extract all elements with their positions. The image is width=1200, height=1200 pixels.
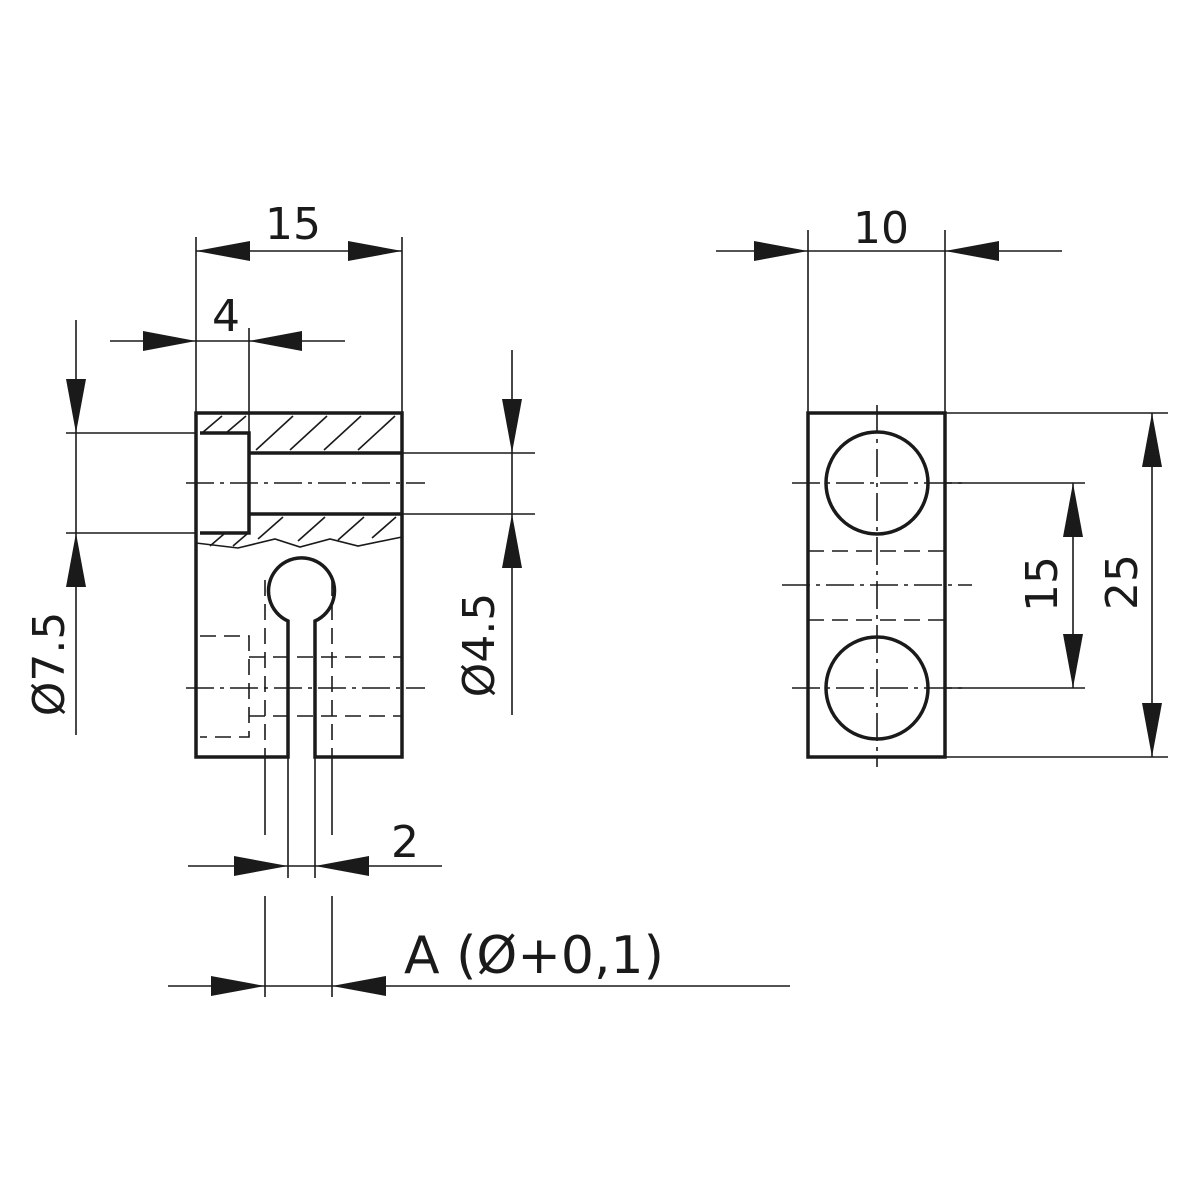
arrowhead: [234, 856, 288, 876]
arrowhead: [754, 241, 808, 261]
dim-width-side: 10: [853, 203, 909, 254]
arrowhead: [249, 331, 302, 351]
arrowhead: [1063, 634, 1083, 688]
arrowhead: [1063, 483, 1083, 537]
front-view: [186, 411, 425, 878]
arrowhead: [502, 399, 522, 453]
section-break-line: [195, 536, 403, 549]
dim-counterbore-dia: Ø7.5: [24, 612, 75, 717]
bore-tolerance-note: A (Ø+0,1): [404, 926, 664, 986]
arrowhead: [1142, 413, 1162, 467]
arrowhead: [66, 379, 86, 433]
side-view: [782, 405, 972, 767]
arrowhead: [1142, 703, 1162, 757]
section-hatching: [201, 415, 397, 547]
front-view-outline: [194, 411, 404, 759]
arrowhead: [332, 976, 386, 996]
dim-width-overall: 15: [265, 199, 321, 250]
dim-height-overall: 25: [1097, 554, 1148, 610]
front-hidden-lines: [200, 580, 402, 757]
arrowhead: [196, 241, 250, 261]
dimension-labels: 15 4 10 Ø7.5 Ø4.5 15 25 2 A (Ø+0,1): [24, 199, 1148, 986]
dim-hole-spacing: 15: [1017, 556, 1068, 612]
arrowhead: [211, 976, 265, 996]
arrowhead: [66, 533, 86, 587]
arrowhead: [143, 331, 196, 351]
dim-slot-width: 2: [391, 817, 419, 868]
arrowhead: [348, 241, 402, 261]
arrowhead: [945, 241, 999, 261]
arrowhead: [502, 514, 522, 568]
dim-counterbore-depth: 4: [212, 291, 240, 342]
arrowhead: [315, 856, 369, 876]
dimension-lines: [66, 230, 1168, 997]
dim-hole-dia: Ø4.5: [454, 593, 505, 698]
